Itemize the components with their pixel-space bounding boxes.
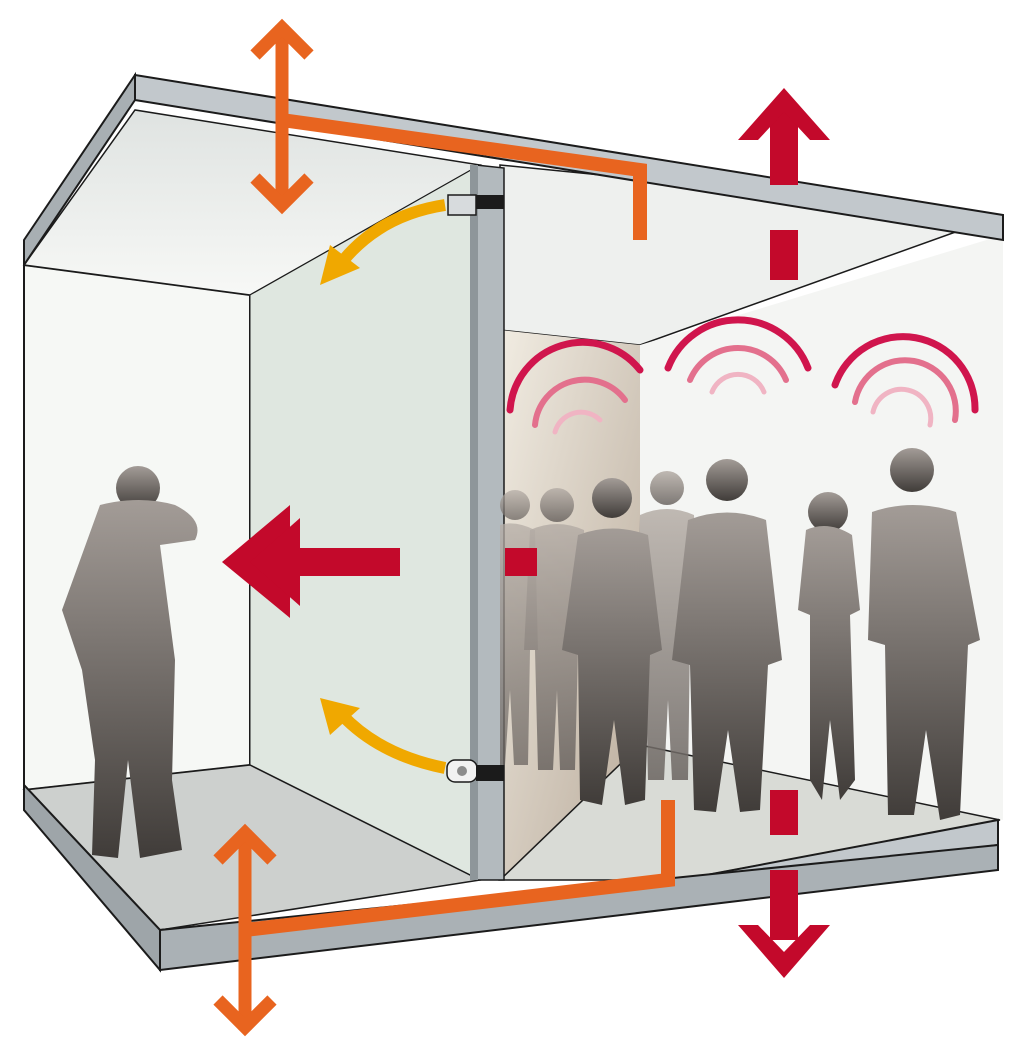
- sound-wave-icon: [664, 316, 812, 395]
- curved-airflow-arrow-icon: [337, 199, 446, 266]
- sound-wave-icon: [506, 338, 644, 435]
- airborne-sound-arrow-icon: [738, 790, 830, 978]
- listener-silhouette: [62, 466, 198, 858]
- separating-wall-edge: [470, 165, 478, 880]
- person-silhouette-icon: [562, 478, 662, 805]
- curved-airflow-arrow-icon: [320, 698, 360, 735]
- crowd-silhouettes: [500, 448, 980, 820]
- airborne-sound-arrow-icon: [222, 505, 537, 618]
- double-headed-arrow-icon: [213, 823, 277, 1037]
- sound-wave-icon: [831, 333, 979, 428]
- lower-flanking-duct: [244, 800, 675, 937]
- lower-slab-side: [23, 782, 161, 973]
- airborne-sound-arrow-icon: [738, 88, 830, 280]
- person-silhouette-icon: [672, 459, 782, 812]
- upper-slab-edge: [23, 71, 136, 269]
- duct-outlet-icon: [446, 759, 504, 783]
- person-silhouette-icon: [798, 492, 860, 800]
- sound-waves: [506, 316, 979, 435]
- upper-flanking-duct: [281, 113, 647, 240]
- person-silhouette-icon: [868, 448, 980, 820]
- direct-sound-paths: [222, 88, 830, 978]
- curved-airflow-arrow-icon: [337, 710, 447, 774]
- person-silhouette-icon: [500, 490, 538, 765]
- duct-outlet-icon: [447, 194, 504, 216]
- curved-airflow-arrow-icon: [320, 245, 360, 285]
- flanking-transmission: [213, 18, 675, 1037]
- double-headed-arrow-icon: [250, 18, 314, 215]
- person-silhouette-icon: [62, 500, 198, 858]
- ventilation-paths: [320, 194, 504, 783]
